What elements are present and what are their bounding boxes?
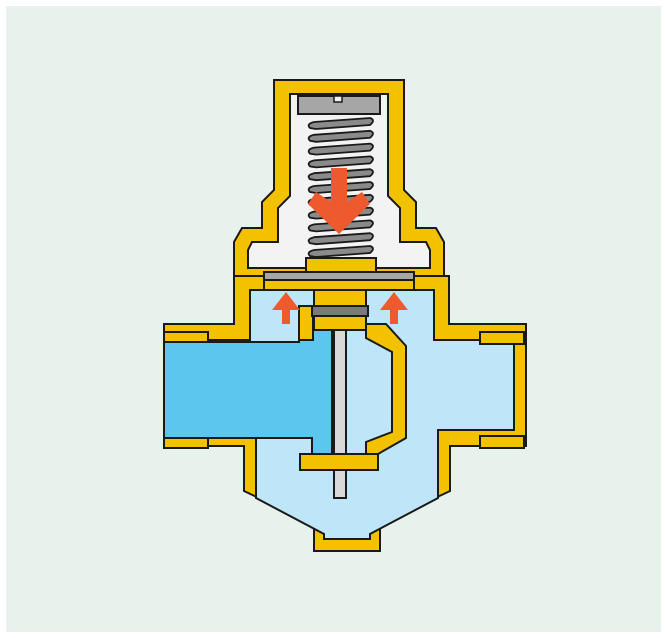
inlet-water xyxy=(164,324,332,454)
screw-slot xyxy=(334,96,342,102)
diaphragm xyxy=(264,272,414,280)
valve-diagram xyxy=(6,6,661,632)
stem-seal xyxy=(312,306,368,316)
stem-collar xyxy=(314,316,366,330)
diaphragm-lower-plate xyxy=(264,280,414,290)
inlet-upper-wall xyxy=(299,306,313,340)
valve-stem xyxy=(334,330,346,498)
adjusting-screw xyxy=(298,96,380,114)
stem-guide xyxy=(314,290,366,306)
outlet-collar-top xyxy=(480,332,524,344)
diagram-canvas xyxy=(6,6,661,632)
outlet-collar-bottom xyxy=(480,436,524,448)
valve-disc xyxy=(300,454,378,470)
